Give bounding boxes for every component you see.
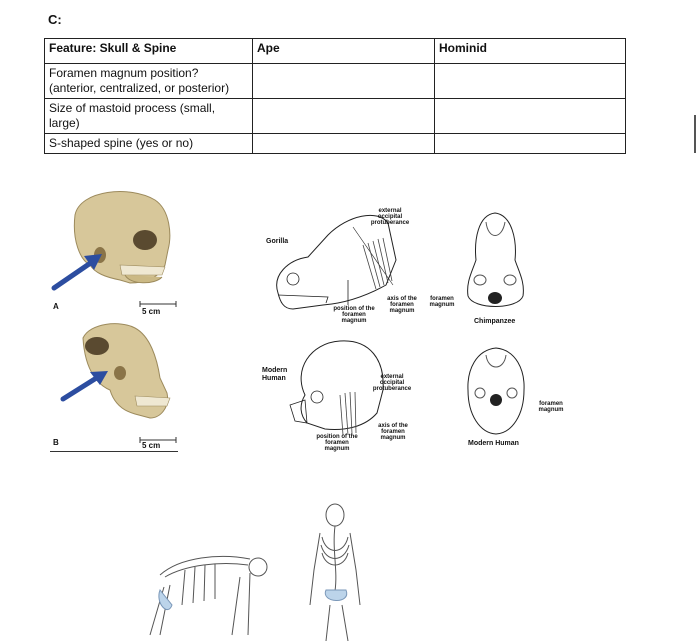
- blue-arrow-b-icon: [60, 371, 108, 402]
- row-label: Size of mastoid process (small, large): [44, 98, 253, 134]
- figure-label-b: B: [53, 438, 59, 447]
- answer-cell-hominid[interactable]: [434, 63, 626, 99]
- feature-table: Feature: Skull & Spine Ape Hominid Foram…: [44, 38, 626, 154]
- table-row: Size of mastoid process (small, large): [44, 98, 626, 134]
- chimpanzee-skull-base: [467, 212, 524, 307]
- answer-cell-hominid[interactable]: [434, 98, 626, 134]
- scale-bar-a: [139, 301, 177, 307]
- row-label: Foramen magnum position? (anterior, cent…: [44, 63, 253, 99]
- scrollbar-thumb[interactable]: [694, 115, 696, 153]
- label-position-top: position of the foramen magnum: [333, 306, 375, 324]
- row-label: S-shaped spine (yes or no): [44, 133, 253, 154]
- label-modern-human: Modern Human: [262, 367, 288, 382]
- label-chimpanzee: Chimpanzee: [474, 318, 516, 325]
- label-modern-human-caption: Modern Human: [468, 440, 519, 447]
- human-skull-diagram: [289, 340, 384, 436]
- label-position-bottom: position of the foramen magnum: [316, 434, 358, 452]
- label-ext-occipital-top: external occipital protuberance: [370, 208, 410, 226]
- table-header-row: Feature: Skull & Spine Ape Hominid: [44, 38, 626, 64]
- label-ext-occipital-bottom: external occipital protuberance: [372, 374, 412, 392]
- scale-label-b: 5 cm: [142, 441, 161, 450]
- skeleton-illustration: [149, 503, 361, 641]
- blue-arrow-a-icon: [51, 254, 102, 291]
- header-ape: Ape: [252, 38, 435, 64]
- label-axis-top: axis of the foramen magnum: [387, 296, 417, 314]
- figure-label-a: A: [53, 302, 59, 311]
- header-hominid: Hominid: [434, 38, 626, 64]
- label-foramen-chimp: foramen magnum: [429, 296, 455, 308]
- answer-cell-ape[interactable]: [252, 98, 435, 134]
- answer-cell-ape[interactable]: [252, 63, 435, 99]
- label-foramen-human: foramen magnum: [538, 401, 564, 413]
- scale-label-a: 5 cm: [142, 307, 161, 316]
- scale-bar-b: [139, 437, 177, 443]
- figure-underline: [50, 451, 178, 452]
- answer-cell-ape[interactable]: [252, 133, 435, 154]
- gorilla-skull-diagram: [276, 214, 397, 310]
- table-row: S-shaped spine (yes or no): [44, 133, 626, 154]
- header-feature: Feature: Skull & Spine: [44, 38, 253, 64]
- answer-cell-hominid[interactable]: [434, 133, 626, 154]
- section-label: C:: [48, 12, 62, 27]
- label-axis-bottom: axis of the foramen magnum: [378, 423, 408, 441]
- label-gorilla: Gorilla: [266, 238, 289, 245]
- human-skull-base: [467, 347, 525, 435]
- skull-photo-b: [82, 323, 171, 419]
- table-row: Foramen magnum position? (anterior, cent…: [44, 63, 626, 99]
